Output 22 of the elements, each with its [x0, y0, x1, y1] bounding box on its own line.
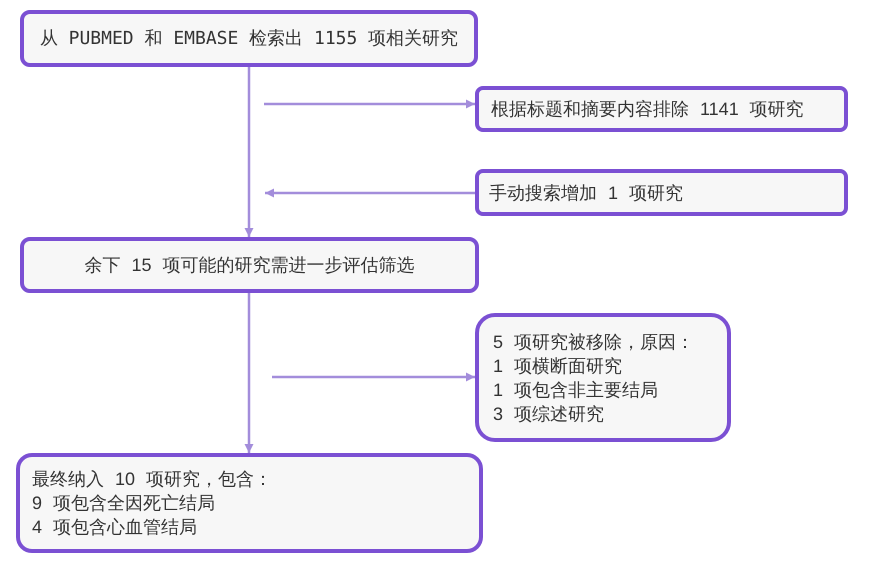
box-text: 从 PUBMED 和 EMBASE 检索出 1155 项相关研究 — [40, 26, 458, 50]
arrow — [264, 100, 475, 108]
box-text: 4 项包含心血管结局 — [32, 516, 198, 539]
process-box — [475, 169, 848, 216]
box-text: 1 项包含非主要结局 — [493, 378, 658, 402]
process-box — [20, 237, 479, 293]
process-box — [20, 10, 478, 67]
process-box — [16, 453, 483, 553]
box-text: 余下 15 项可能的研究需进一步评估筛选 — [84, 254, 415, 277]
arrow — [265, 188, 475, 198]
arrow — [244, 293, 254, 453]
box-text: 手动搜索增加 1 项研究 — [489, 182, 684, 204]
process-box — [475, 313, 731, 442]
box-text: 1 项横断面研究 — [493, 354, 622, 378]
arrow — [272, 372, 475, 382]
arrow — [244, 67, 254, 237]
box-text: 根据标题和摘要内容排除 1141 项研究 — [491, 98, 804, 121]
box-text: 最终纳入 10 项研究，包含： — [32, 468, 272, 491]
box-text: 3 项综述研究 — [493, 402, 604, 426]
box-text: 9 项包含全因死亡结局 — [32, 492, 216, 515]
box-text: 5 项研究被移除，原因： — [493, 330, 694, 354]
process-box — [475, 86, 848, 132]
